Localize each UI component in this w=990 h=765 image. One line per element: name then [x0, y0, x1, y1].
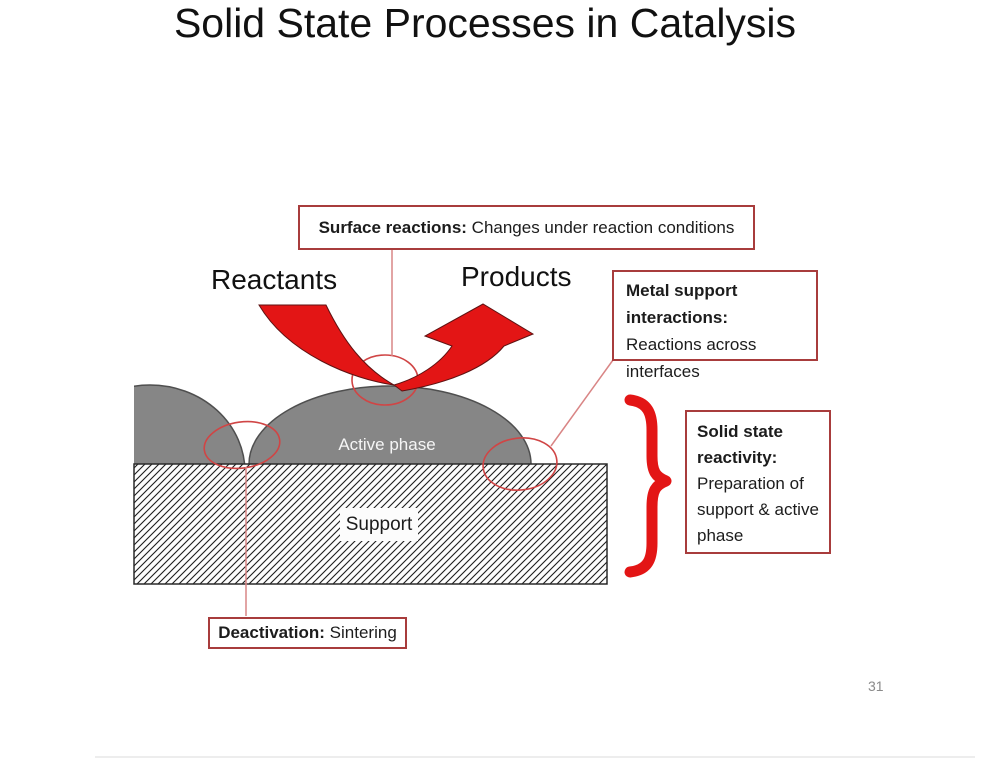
- surface-reactions-term: Surface reactions:: [318, 217, 467, 237]
- page-number: 31: [868, 678, 884, 694]
- interface-callout-line: [550, 359, 614, 447]
- deactivation-term: Deactivation:: [218, 623, 325, 642]
- reactants-arrow: [258, 304, 395, 386]
- sintering-site-ellipse: [203, 420, 281, 470]
- callout-metal-support: Metal support interactions: Reactions ac…: [612, 270, 818, 381]
- metal-support-desc: Reactions across interfaces: [626, 335, 757, 381]
- brace-icon: [624, 394, 672, 578]
- callout-deactivation: Deactivation: Sintering: [208, 617, 407, 649]
- slide-title: Solid State Processes in Catalysis: [173, 0, 797, 46]
- surface-reactions-desc: Changes under reaction conditions: [466, 217, 735, 237]
- active-phase-label: Active phase: [338, 435, 436, 454]
- solid-state-term: Solid state reactivity:: [697, 422, 783, 467]
- solid-state-desc: Preparation of support & active phase: [697, 474, 819, 545]
- support-label-text: Support: [345, 513, 413, 535]
- support-label: Support: [340, 508, 418, 541]
- slide-bottom-edge: [95, 756, 975, 758]
- metal-support-term: Metal support interactions:: [626, 281, 738, 327]
- products-label: Products: [461, 261, 572, 292]
- callout-surface-reactions: Surface reactions: Changes under reactio…: [298, 205, 755, 250]
- reactants-label: Reactants: [211, 264, 338, 295]
- callout-solid-state-reactivity: Solid state reactivity: Preparation of s…: [685, 410, 831, 554]
- interface-site-ellipse: [482, 437, 558, 491]
- deactivation-desc: Sintering: [324, 623, 397, 642]
- products-arrow: [392, 303, 535, 392]
